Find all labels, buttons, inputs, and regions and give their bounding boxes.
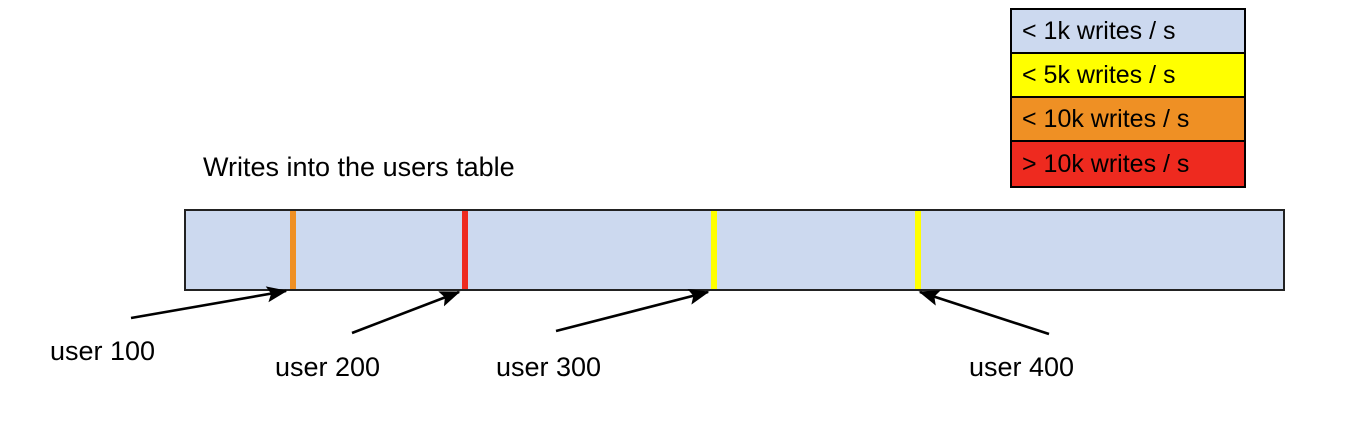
chart-title: Writes into the users table bbox=[203, 152, 515, 182]
users-table-band bbox=[184, 209, 1285, 291]
point-label-user-300: user 300 bbox=[496, 352, 602, 382]
stripe-user-300 bbox=[711, 211, 717, 289]
legend-item-label: < 1k writes / s bbox=[1022, 16, 1176, 45]
legend-item-label: < 5k writes / s bbox=[1022, 60, 1176, 89]
legend-item-label: < 10k writes / s bbox=[1022, 104, 1190, 133]
arrow-user-100 bbox=[130, 286, 288, 320]
legend-item-lt-10k: < 10k writes / s bbox=[1012, 98, 1244, 142]
point-label-user-200: user 200 bbox=[275, 352, 381, 382]
point-label-user-100: user 100 bbox=[50, 336, 156, 366]
stripe-user-100 bbox=[290, 211, 296, 289]
stripe-user-400 bbox=[915, 211, 921, 289]
arrow-user-200 bbox=[351, 290, 461, 335]
legend-item-lt-1k: < 1k writes / s bbox=[1012, 10, 1244, 54]
point-label-user-400: user 400 bbox=[969, 352, 1075, 382]
arrow-user-300 bbox=[555, 288, 710, 333]
arrow-user-400 bbox=[918, 290, 1050, 336]
stripe-user-200 bbox=[462, 211, 468, 289]
legend: < 1k writes / s < 5k writes / s < 10k wr… bbox=[1010, 8, 1246, 188]
legend-item-gt-10k: > 10k writes / s bbox=[1012, 142, 1244, 186]
legend-item-lt-5k: < 5k writes / s bbox=[1012, 54, 1244, 98]
legend-item-label: > 10k writes / s bbox=[1022, 149, 1190, 178]
